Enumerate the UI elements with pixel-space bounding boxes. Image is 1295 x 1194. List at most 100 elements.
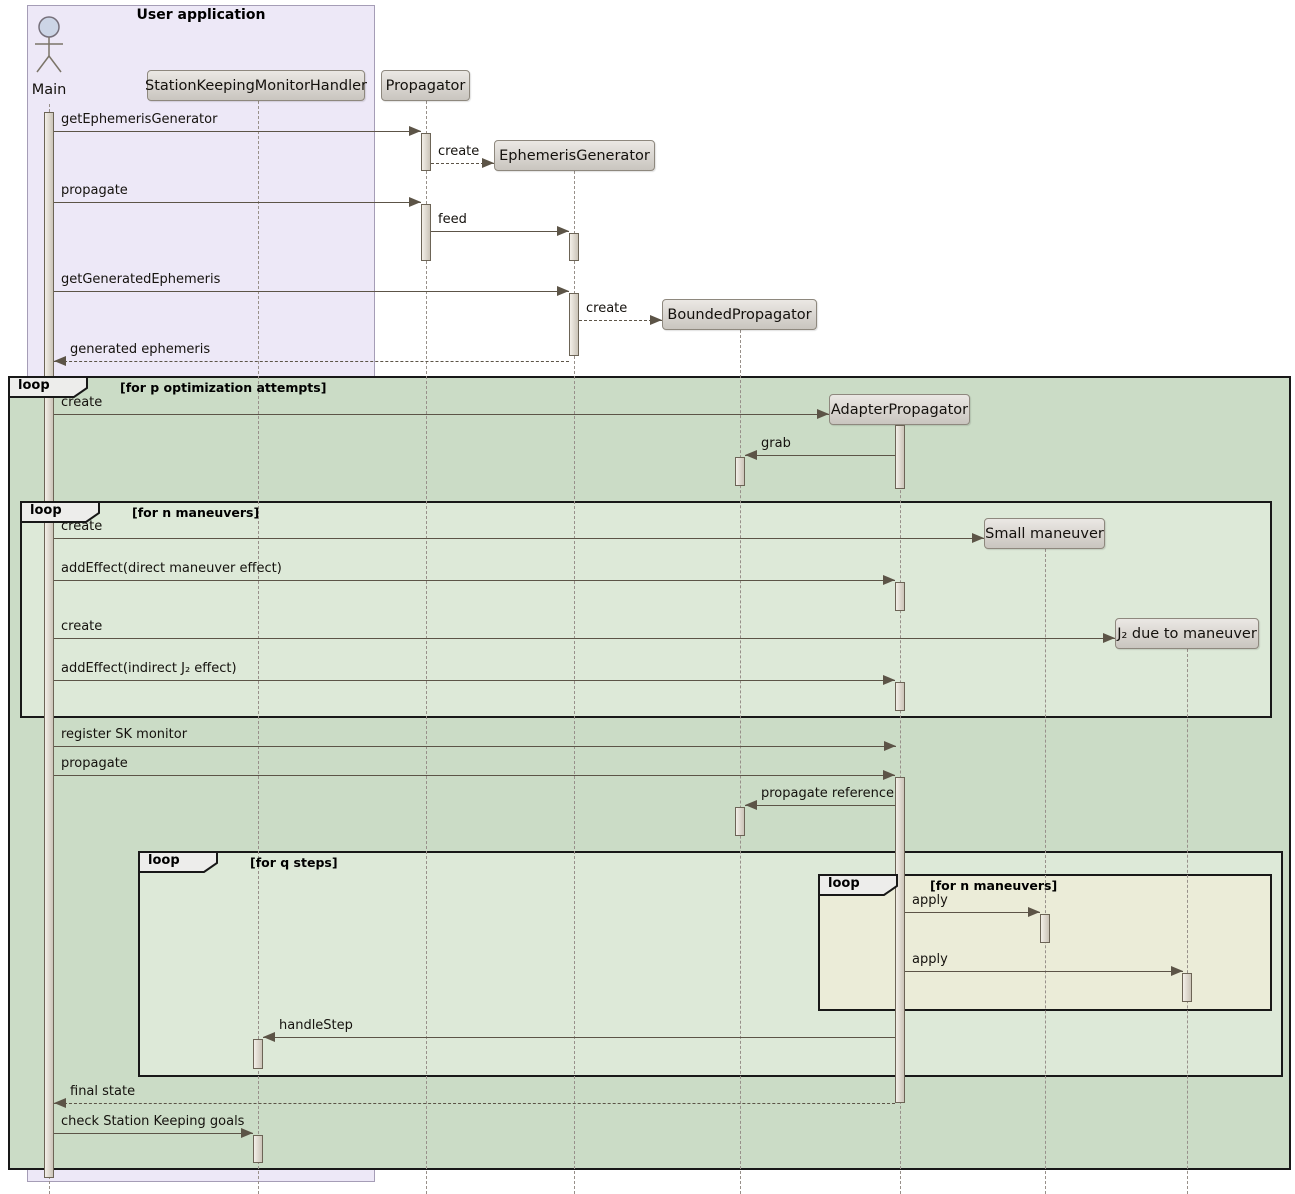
arrowhead-icon [557, 226, 569, 236]
message-line-19 [54, 1103, 895, 1104]
message-line-4 [54, 291, 569, 292]
message-label-8: grab [761, 436, 791, 451]
message-line-8 [745, 455, 895, 456]
message-label-18: handleStep [279, 1018, 353, 1033]
loop-operator-label: loop [828, 876, 860, 891]
arrowhead-icon [883, 575, 895, 585]
loop-tab-shape [818, 874, 898, 896]
message-label-16: apply [912, 893, 948, 908]
message-line-10 [54, 580, 895, 581]
lifeline-prop [426, 101, 427, 1194]
activation-skmh-14 [253, 1135, 263, 1163]
arrowhead-icon [817, 409, 829, 419]
arrowhead-icon [263, 1032, 275, 1042]
activation-j2-12 [1182, 973, 1192, 1002]
activation-aprop-8 [895, 682, 905, 711]
lifeline-j2 [1187, 649, 1188, 1194]
lifeline-ephgen [574, 171, 575, 1194]
activation-ephgen-4 [569, 293, 579, 356]
loop-condition-label: [for p optimization attempts] [120, 380, 327, 395]
activation-aprop-9 [895, 777, 905, 1103]
loop-condition-label: [for q steps] [250, 855, 338, 870]
message-line-11 [54, 638, 1115, 639]
loop-operator-tab: loop [20, 501, 102, 528]
loop-condition-label: [for n maneuvers] [132, 505, 260, 520]
participant-bprop: BoundedPropagator [662, 299, 817, 330]
arrowhead-icon [884, 741, 896, 751]
participant-j2: J₂ due to maneuver [1115, 618, 1259, 649]
loop-condition-label: [for n maneuvers] [930, 878, 1058, 893]
message-label-20: check Station Keeping goals [61, 1114, 245, 1129]
message-line-14 [54, 775, 895, 776]
message-label-13: register SK monitor [61, 727, 188, 742]
arrowhead-icon [883, 675, 895, 685]
activation-prop-1 [421, 133, 431, 171]
message-label-2: propagate [61, 183, 128, 198]
message-line-12 [54, 680, 895, 681]
message-label-10: addEffect(direct maneuver effect) [61, 561, 282, 576]
message-label-6: generated ephemeris [70, 342, 211, 357]
loop-operator-label: loop [18, 378, 50, 393]
actor-figure-main [34, 16, 64, 82]
loop-operator-tab: loop [138, 851, 220, 878]
lifeline-skmh [258, 101, 259, 1194]
actor-icon [35, 16, 63, 73]
message-label-0: getEphemerisGenerator [61, 112, 218, 127]
message-label-14: propagate [61, 756, 128, 771]
loop-tab-shape [20, 501, 100, 523]
message-label-3: feed [438, 212, 467, 227]
message-label-5: create [586, 301, 628, 316]
participant-prop: Propagator [381, 70, 470, 101]
message-line-7 [54, 414, 829, 415]
message-line-16 [905, 912, 1040, 913]
message-line-3 [431, 231, 569, 232]
arrowhead-icon [745, 450, 757, 460]
arrowhead-icon [1028, 907, 1040, 917]
frame-title: User application [136, 7, 266, 23]
message-label-17: apply [912, 952, 948, 967]
arrowhead-icon [409, 197, 421, 207]
message-line-18 [263, 1037, 895, 1038]
arrowhead-icon [650, 315, 662, 325]
activation-skmh-13 [253, 1039, 263, 1069]
message-line-2 [54, 202, 421, 203]
loop-operator-label: loop [148, 853, 180, 868]
arrowhead-icon [482, 158, 494, 168]
participant-ephgen: EphemerisGenerator [494, 140, 655, 171]
participant-skmh: StationKeepingMonitorHandler [145, 70, 367, 101]
activation-bprop-6 [735, 457, 745, 486]
loop-tab-shape [138, 851, 218, 873]
message-line-15 [745, 805, 895, 806]
loop-operator-label: loop [30, 503, 62, 518]
arrowhead-icon [54, 1098, 66, 1108]
arrowhead-icon [241, 1128, 253, 1138]
arrowhead-icon [972, 533, 984, 543]
message-label-11: create [61, 619, 103, 634]
message-label-12: addEffect(indirect J₂ effect) [61, 661, 237, 676]
participant-sman: Small maneuver [984, 518, 1105, 549]
activation-main-0 [44, 112, 54, 1178]
lifeline-sman [1045, 549, 1046, 1194]
lifeline-bprop [740, 330, 741, 1194]
loop-tab-shape [8, 376, 88, 398]
activation-ephgen-3 [569, 233, 579, 261]
actor-label-main: Main [31, 82, 67, 98]
activation-prop-2 [421, 204, 431, 261]
loop-operator-tab: loop [818, 874, 900, 901]
arrowhead-icon [745, 800, 757, 810]
message-line-9 [54, 538, 984, 539]
loop-operator-tab: loop [8, 376, 90, 403]
arrowhead-icon [883, 770, 895, 780]
message-label-19: final state [70, 1084, 136, 1099]
arrowhead-icon [1103, 633, 1115, 643]
message-line-20 [54, 1133, 253, 1134]
message-line-13 [54, 746, 896, 747]
activation-aprop-7 [895, 582, 905, 611]
message-line-5 [579, 320, 662, 321]
arrowhead-icon [54, 356, 66, 366]
message-line-17 [905, 971, 1183, 972]
activation-bprop-10 [735, 807, 745, 836]
arrowhead-icon [1171, 966, 1183, 976]
participant-aprop: AdapterPropagator [829, 394, 970, 425]
